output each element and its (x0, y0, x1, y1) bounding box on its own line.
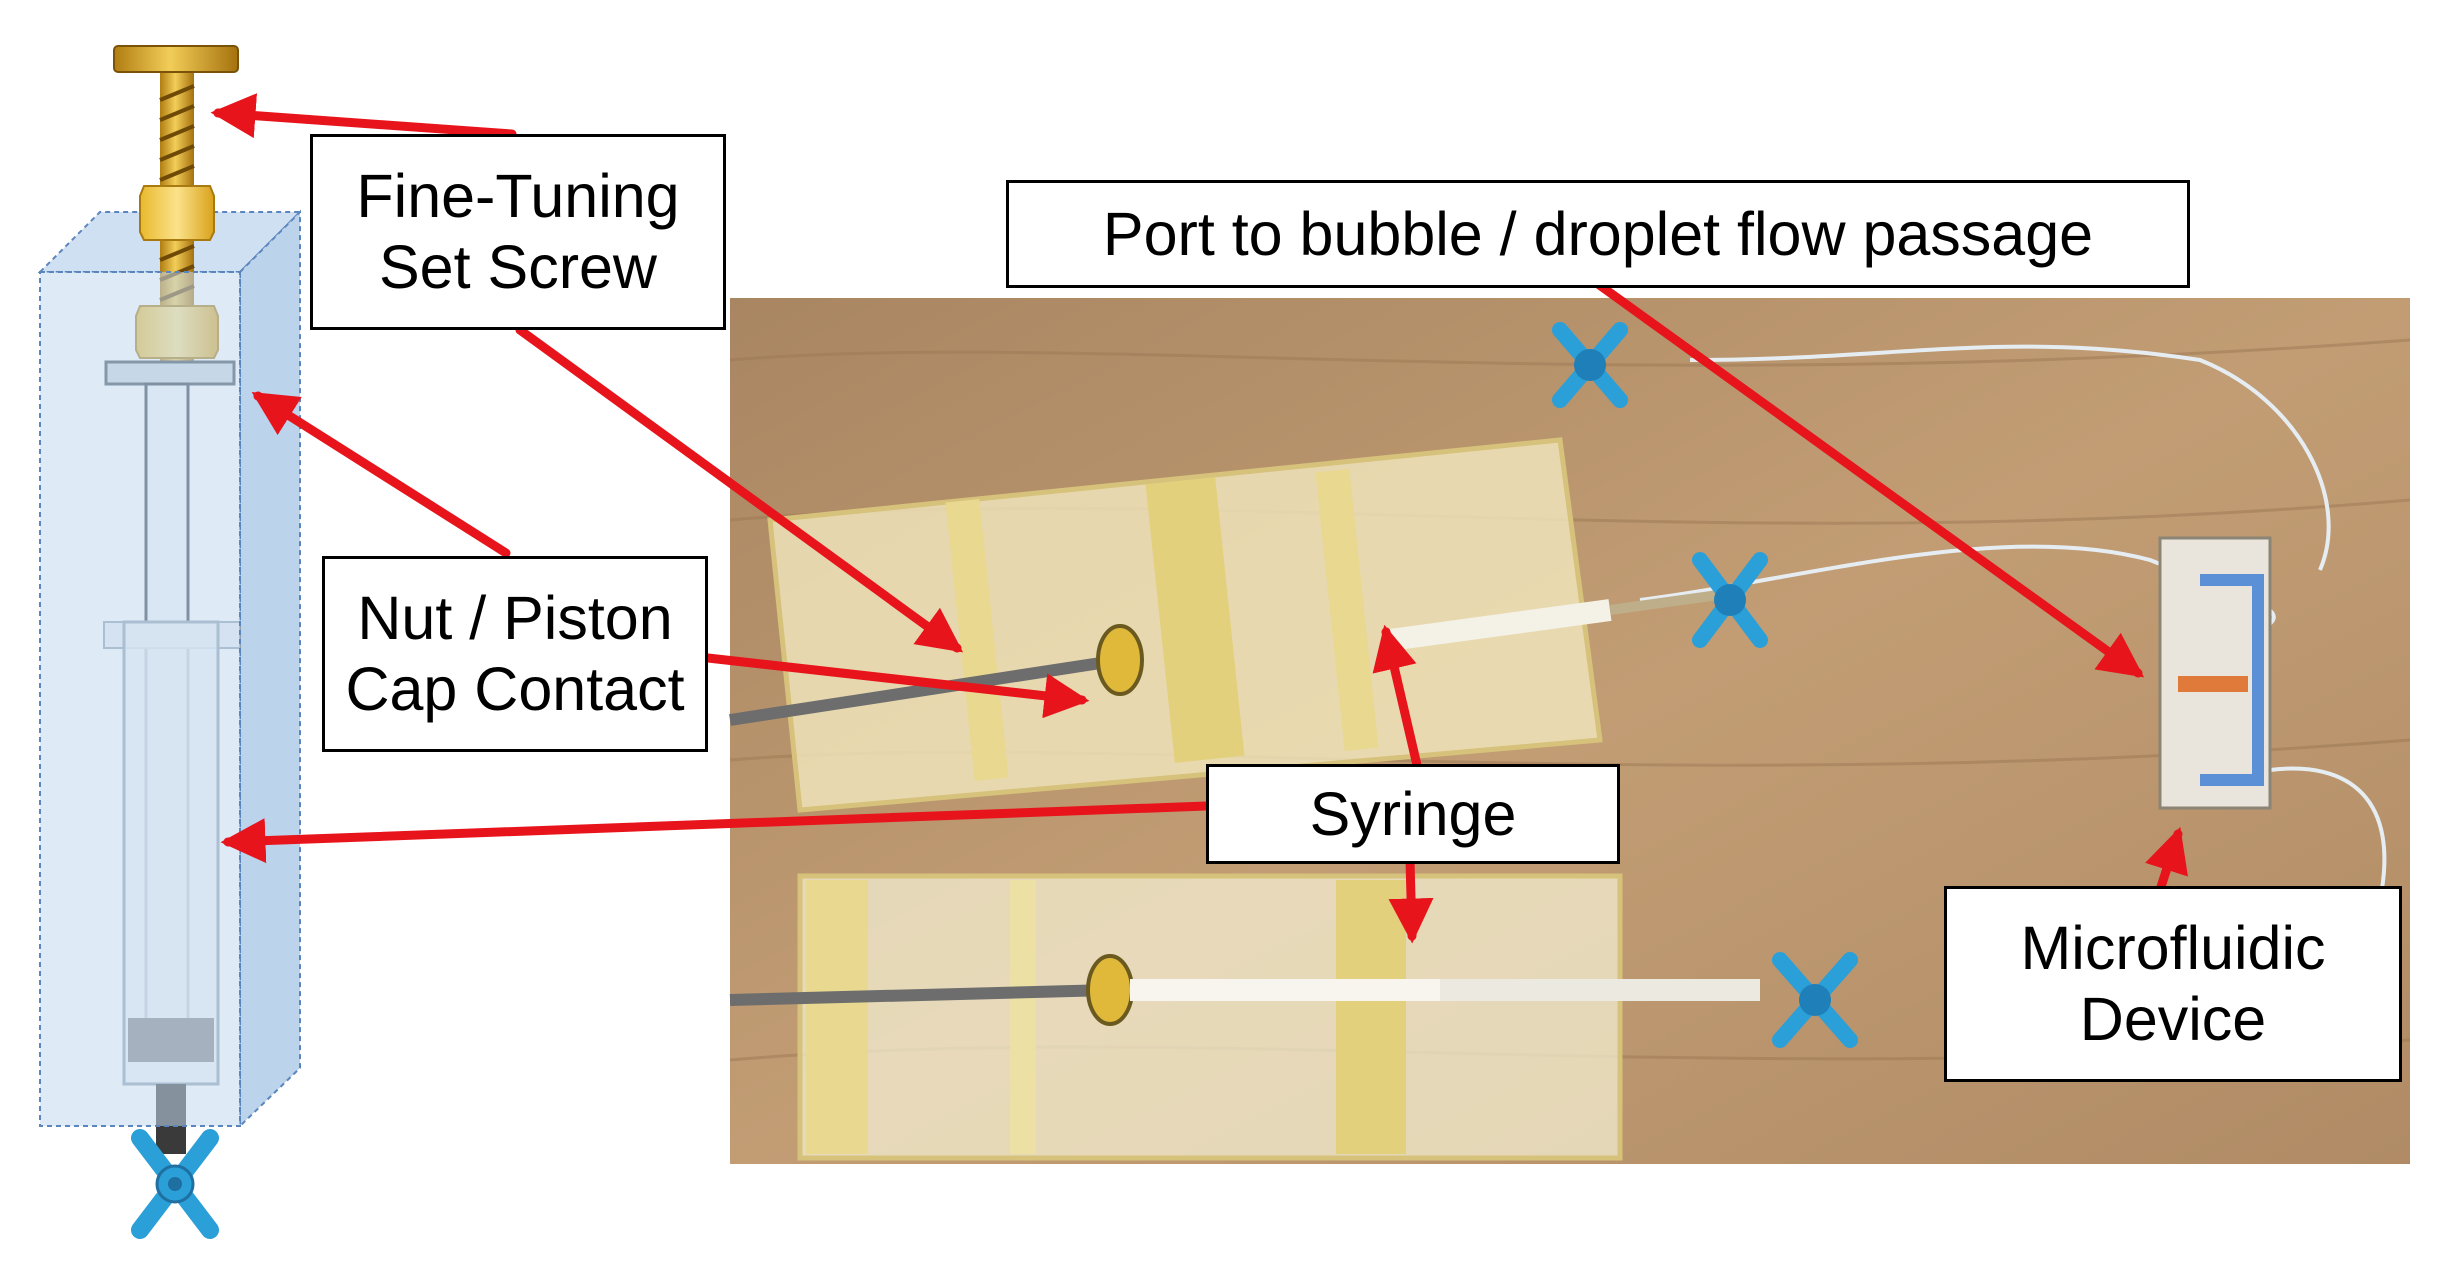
housing-front-face (39, 271, 241, 1127)
arrow-syringe-upper (1372, 624, 1425, 783)
label-nut-piston-cap-contact: Nut / Piston Cap Contact (322, 556, 708, 752)
upper-block-plate-mid (1145, 477, 1245, 763)
upper-block-plate-left (945, 498, 1009, 782)
label-fine-tuning-line1: Fine-Tuning (356, 162, 680, 231)
lower-block-plate-mid (1010, 880, 1036, 1154)
screw-head (113, 45, 239, 73)
top-valve-icon (1552, 322, 1628, 408)
upper-piston-cap (1096, 624, 1144, 696)
upper-syringe-body (1388, 599, 1612, 651)
label-nut-piston-line1: Nut / Piston (357, 584, 673, 653)
label-port-text: Port to bubble / droplet flow passage (1102, 199, 2094, 268)
bottom-valve-icon (131, 1129, 219, 1239)
lower-valve-icon (1772, 952, 1858, 1048)
label-port-flow-passage: Port to bubble / droplet flow passage (1006, 180, 2190, 288)
lower-block-plate-left (806, 880, 868, 1154)
upper-valve-icon (1692, 552, 1768, 648)
annotation-arrows (210, 93, 2188, 944)
arrow-syringe-lower (1388, 855, 1434, 944)
label-syringe-text: Syringe (1309, 779, 1517, 848)
upper-block-plate-right (1315, 468, 1379, 752)
lower-acrylic-block (797, 873, 1623, 1161)
upper-threaded-rod (729, 654, 1121, 726)
arrow-nut-schematic (251, 391, 511, 558)
arrow-syringe-schematic (220, 801, 1211, 864)
label-nut-piston-line2: Cap Contact (345, 655, 685, 723)
arrow-set-screw-photo (515, 325, 964, 653)
rod-threads (159, 84, 195, 302)
upper-nut (139, 185, 215, 241)
housing-side-face (239, 209, 301, 1129)
label-microfluidic-line1: Microfluidic (2020, 914, 2326, 983)
label-microfluidic-line2: Device (2079, 985, 2267, 1053)
lower-block-plate-right (1336, 880, 1406, 1154)
pump-schematic (37, 45, 303, 1239)
arrow-set-screw (210, 93, 517, 139)
arrow-microfluidic (2145, 826, 2188, 895)
lower-threaded-rod (729, 984, 1111, 1006)
label-fine-tuning-set-screw: Fine-Tuning Set Screw (310, 134, 726, 330)
label-microfluidic-device: Microfluidic Device (1944, 886, 2402, 1082)
label-fine-tuning-line2: Set Screw (379, 233, 657, 301)
lower-piston-cap (1086, 954, 1134, 1026)
arrow-nut-photo (703, 653, 1090, 719)
microfluidic-chip (2158, 536, 2272, 810)
arrow-port (1593, 279, 2145, 678)
label-syringe: Syringe (1206, 764, 1620, 864)
